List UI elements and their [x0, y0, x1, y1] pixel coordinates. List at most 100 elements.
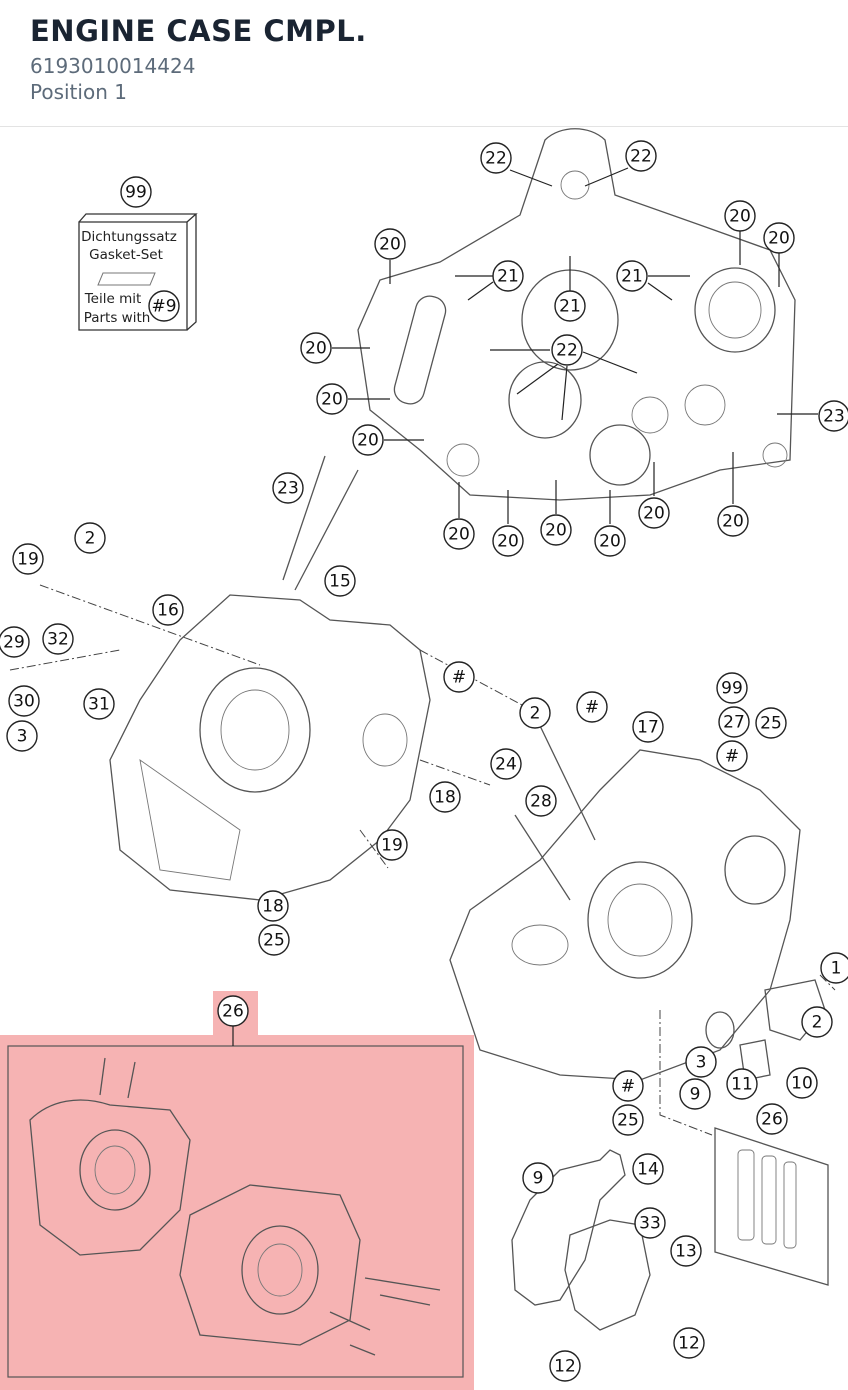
callout-circle [0, 626, 30, 658]
callout-20-6[interactable]: 20 [300, 332, 332, 364]
callout-99-2[interactable]: 99 [120, 176, 152, 208]
callout-label: 99 [721, 679, 743, 699]
crankcase-top-view[interactable] [357, 128, 796, 501]
callout-circle [120, 176, 152, 208]
callout-label: # [585, 698, 599, 718]
callout-26-54[interactable]: 26 [756, 1103, 788, 1135]
callout-3-48[interactable]: 3 [685, 1046, 717, 1078]
callout-3-30[interactable]: 3 [6, 720, 38, 752]
callout-16-25[interactable]: 16 [152, 594, 184, 626]
callout-label: 18 [434, 788, 456, 808]
callout-25-37[interactable]: 25 [755, 707, 787, 739]
callout-10-50[interactable]: 10 [786, 1067, 818, 1099]
callout-label: 24 [495, 755, 517, 775]
callout-20-16[interactable]: 20 [492, 525, 524, 557]
callout-circle [374, 228, 406, 260]
callout-label: 30 [13, 692, 35, 712]
callout-12-60[interactable]: 12 [549, 1350, 581, 1382]
callout-circle [632, 1153, 664, 1185]
callout-circle [820, 952, 848, 984]
callout-hash-31[interactable]: # [443, 661, 475, 693]
callout-25-44[interactable]: 25 [258, 924, 290, 956]
callout-circle [551, 334, 583, 366]
callout-22-12[interactable]: 22 [551, 334, 583, 366]
callout-22-0[interactable]: 22 [480, 142, 512, 174]
callout-label: 2 [812, 1013, 823, 1033]
callout-18-40[interactable]: 18 [429, 781, 461, 813]
callout-30-28[interactable]: 30 [8, 685, 40, 717]
callout-circle [492, 525, 524, 557]
callout-15-24[interactable]: 15 [324, 565, 356, 597]
callout-21-8[interactable]: 21 [554, 290, 586, 322]
gasket-set-box[interactable]: Dichtungssatz Gasket-Set Teile mit Parts… [78, 213, 198, 331]
callout-31-29[interactable]: 31 [83, 688, 115, 720]
callout-2-23[interactable]: 2 [74, 522, 106, 554]
callout-23-21[interactable]: 23 [272, 472, 304, 504]
callout-20-11[interactable]: 20 [316, 383, 348, 415]
callout-circle [763, 222, 795, 254]
callout-hash-38[interactable]: # [716, 740, 748, 772]
callout-22-1[interactable]: 22 [625, 140, 657, 172]
callout-label: 10 [791, 1074, 813, 1094]
gasket-text-line4: Parts with [84, 310, 151, 326]
crankcase-right-half[interactable] [449, 704, 836, 1136]
callout-hash-33[interactable]: # [576, 691, 608, 723]
callout-27-36[interactable]: 27 [718, 706, 750, 738]
callout-33-57[interactable]: 33 [634, 1207, 666, 1239]
callout-circle [756, 1103, 788, 1135]
callout-20-19[interactable]: 20 [638, 497, 670, 529]
callout-label: 27 [723, 713, 745, 733]
callout-28-41[interactable]: 28 [525, 785, 557, 817]
callout-24-39[interactable]: 24 [490, 748, 522, 780]
callout-12-59[interactable]: 12 [673, 1327, 705, 1359]
callout-23-14[interactable]: 23 [818, 400, 848, 432]
callout-20-15[interactable]: 20 [443, 518, 475, 550]
callout-21-7[interactable]: 21 [492, 260, 524, 292]
callout-circle [316, 383, 348, 415]
callout-20-18[interactable]: 20 [594, 525, 626, 557]
callout-32-27[interactable]: 32 [42, 623, 74, 655]
callout-25-53[interactable]: 25 [612, 1104, 644, 1136]
callout-1-46[interactable]: 1 [820, 952, 848, 984]
callout-hash-52[interactable]: # [612, 1070, 644, 1102]
callout-hash9-10[interactable]: #9 [148, 290, 180, 322]
callout-20-17[interactable]: 20 [540, 514, 572, 546]
highlighted-assembly-group[interactable] [0, 991, 474, 1390]
callout-circle [594, 525, 626, 557]
callout-circle [638, 497, 670, 529]
callout-label: 1 [831, 959, 842, 979]
callout-2-47[interactable]: 2 [801, 1006, 833, 1038]
callout-label: 28 [530, 792, 552, 812]
callout-11-49[interactable]: 11 [726, 1068, 758, 1100]
callout-14-56[interactable]: 14 [632, 1153, 664, 1185]
callout-99-35[interactable]: 99 [716, 672, 748, 704]
callout-21-9[interactable]: 21 [616, 260, 648, 292]
callout-9-55[interactable]: 9 [522, 1162, 554, 1194]
callout-label: 20 [599, 532, 621, 552]
callout-circle [540, 514, 572, 546]
callout-17-34[interactable]: 17 [632, 711, 664, 743]
callout-20-3[interactable]: 20 [374, 228, 406, 260]
callout-label: 12 [554, 1357, 576, 1377]
callout-26-45[interactable]: 26 [217, 995, 249, 1027]
callout-circle [258, 924, 290, 956]
callout-19-22[interactable]: 19 [12, 543, 44, 575]
crankcase-left-half[interactable] [9, 455, 536, 901]
callout-2-32[interactable]: 2 [519, 697, 551, 729]
callout-18-43[interactable]: 18 [257, 890, 289, 922]
callout-label: 23 [823, 407, 845, 427]
callout-circle [718, 706, 750, 738]
callout-20-13[interactable]: 20 [352, 424, 384, 456]
callout-label: 20 [545, 521, 567, 541]
callout-20-20[interactable]: 20 [717, 505, 749, 537]
callout-19-42[interactable]: 19 [376, 829, 408, 861]
callout-label: #9 [151, 297, 176, 317]
callout-20-5[interactable]: 20 [763, 222, 795, 254]
ignition-cover-parts[interactable] [511, 1127, 829, 1331]
callout-20-4[interactable]: 20 [724, 200, 756, 232]
callout-label: 20 [729, 207, 751, 227]
callout-9-51[interactable]: 9 [679, 1078, 711, 1110]
callout-29-26[interactable]: 29 [0, 626, 30, 658]
callout-13-58[interactable]: 13 [670, 1235, 702, 1267]
